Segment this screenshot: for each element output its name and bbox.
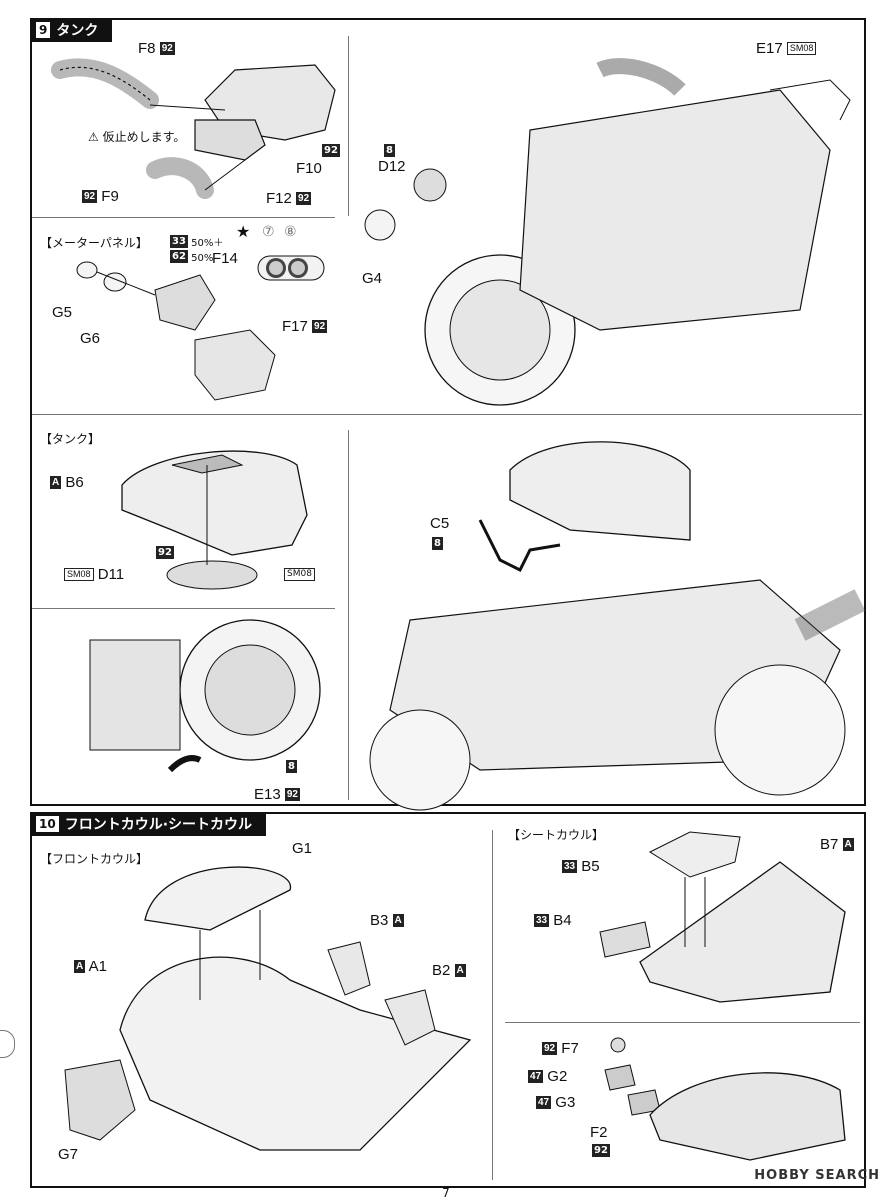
step10-title: フロントカウル·シートカウル xyxy=(64,817,253,833)
meter-mix-1: 33 50%＋ xyxy=(170,235,224,249)
tank-heading: 【タンク】 xyxy=(40,432,101,446)
code-C5-8: 8 xyxy=(432,537,443,550)
code-D11-92: 92 xyxy=(156,546,174,559)
divider-h-2 xyxy=(32,414,862,415)
label-F12: F12 92 xyxy=(266,190,312,207)
seat-cowl-illustration xyxy=(599,831,846,1003)
step10-frame xyxy=(30,812,866,1188)
label-B4: 33 B4 xyxy=(534,912,572,929)
label-C5: C5 xyxy=(430,515,450,532)
motorcycle-illustration-bottom xyxy=(369,441,866,811)
label-B2: B2 A xyxy=(432,962,466,979)
step10-number: 10 xyxy=(36,816,59,832)
divider-h-1 xyxy=(32,217,335,218)
label-B6: A B6 xyxy=(50,474,84,491)
front-wheel-detail xyxy=(89,619,321,773)
label-G7: G7 xyxy=(58,1146,79,1163)
meter-gauges-illustration xyxy=(257,255,325,281)
step9-title: タンク xyxy=(56,23,99,39)
label-B5: 33 B5 xyxy=(562,858,600,875)
label-F14: F14 xyxy=(212,250,238,267)
circle-8: ⑧ xyxy=(284,224,297,240)
label-B3: B3 A xyxy=(370,912,404,929)
divider-v-top xyxy=(348,36,349,216)
note-temp-fit: ⚠ 仮止めします。 xyxy=(88,130,186,144)
meter-mix-2: 62 50% xyxy=(170,250,214,264)
seat-cowl-heading: 【シートカウル】 xyxy=(508,828,605,842)
label-G2: 47 G2 xyxy=(528,1068,568,1085)
seat-detail-illustration xyxy=(604,1037,846,1161)
label-F8: F8 92 xyxy=(138,40,175,57)
label-E17: E17 SM08 xyxy=(756,40,817,57)
divider-h-step10 xyxy=(505,1022,860,1023)
front-cowl-illustration xyxy=(64,866,472,1151)
step9-number: 9 xyxy=(36,22,51,38)
step9-frame xyxy=(30,18,866,806)
motorcycle-illustration-top xyxy=(364,58,851,406)
label-D12: D12 xyxy=(378,158,406,175)
code-D12-8: 8 xyxy=(384,144,395,157)
step10-header: 10 フロントカウル·シートカウル xyxy=(32,814,267,836)
divider-h-3 xyxy=(32,608,335,609)
step9-header: 9 タンク xyxy=(32,20,113,42)
tank-illustration xyxy=(121,450,308,590)
circle-7: ⑦ xyxy=(262,224,275,240)
star-icon: ★ xyxy=(236,222,251,241)
warning-icon: ⚠ xyxy=(88,130,99,144)
label-F2: F2 xyxy=(590,1124,608,1141)
meter-heading: 【メーターパネル】 xyxy=(40,236,148,250)
hose-illustration xyxy=(51,58,336,199)
label-G5: G5 xyxy=(52,304,73,321)
code-F2-92: 92 xyxy=(592,1144,610,1157)
code-F10: 92 xyxy=(322,144,340,157)
divider-v-bottom xyxy=(348,430,349,800)
label-B7: B7 A xyxy=(820,836,854,853)
front-cowl-heading: 【フロントカウル】 xyxy=(40,852,149,866)
label-G1: G1 xyxy=(292,840,313,857)
meter-parts-illustration xyxy=(76,261,276,401)
divider-v-step10 xyxy=(492,830,493,1180)
label-F7: 92 F7 xyxy=(542,1040,579,1057)
label-G3: 47 G3 xyxy=(536,1094,576,1111)
left-margin-mark xyxy=(0,1030,15,1058)
label-F17: F17 92 xyxy=(282,318,328,335)
watermark: HOBBY SEARCH xyxy=(754,1168,880,1183)
label-G6: G6 xyxy=(80,330,101,347)
sm08-tag: SM08 xyxy=(284,568,315,581)
label-G4: G4 xyxy=(362,270,383,287)
label-F10: F10 xyxy=(296,160,322,177)
label-D11: SM08 D11 xyxy=(64,566,124,583)
label-F9: 92 F9 xyxy=(82,188,119,205)
code-E13-8: 8 xyxy=(286,760,297,773)
label-E13: E13 92 xyxy=(254,786,300,803)
page-number: 7 xyxy=(442,1186,450,1200)
label-A1: A A1 xyxy=(74,958,107,975)
